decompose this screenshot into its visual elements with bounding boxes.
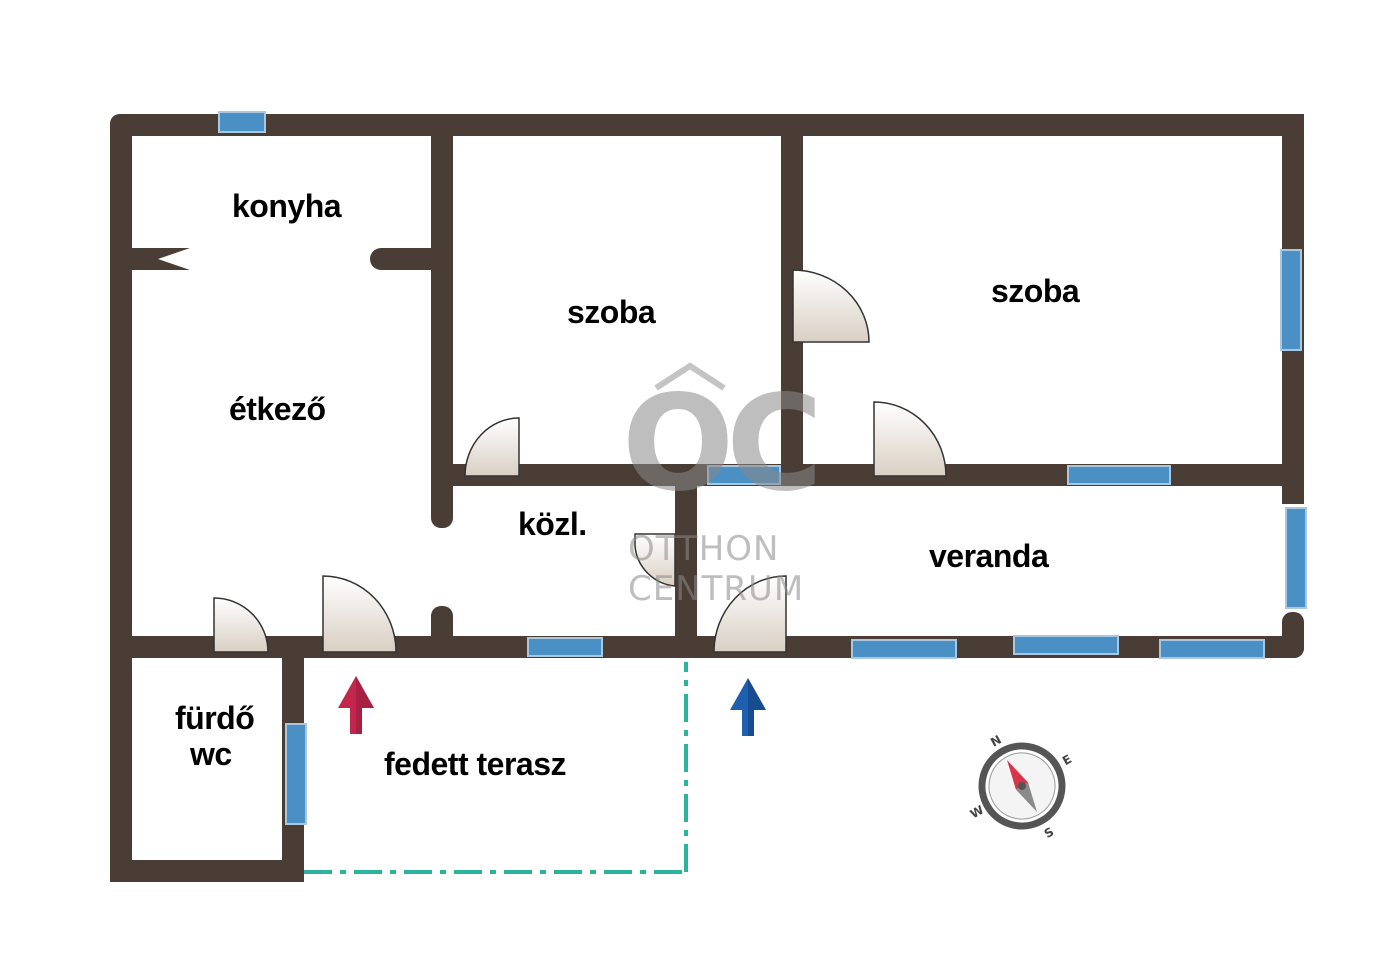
watermark-line2: CENTRUM bbox=[628, 569, 805, 609]
door bbox=[322, 575, 397, 653]
window bbox=[1159, 639, 1265, 659]
room-label-szoba-left: szoba bbox=[567, 294, 656, 330]
room-label-konyha: konyha bbox=[232, 188, 342, 224]
windows bbox=[218, 111, 1307, 825]
door bbox=[792, 269, 870, 343]
window bbox=[218, 111, 266, 133]
window bbox=[1285, 507, 1307, 609]
door bbox=[464, 417, 520, 477]
compass-w: W bbox=[968, 803, 986, 822]
watermark-roof bbox=[654, 362, 726, 391]
watermark-line1: OTTHON bbox=[628, 529, 780, 569]
compass-n: N bbox=[988, 732, 1004, 749]
room-label-etkezo: étkező bbox=[229, 391, 326, 427]
door bbox=[873, 401, 947, 477]
window bbox=[1067, 465, 1171, 485]
window bbox=[1280, 249, 1302, 351]
compass-e: E bbox=[1060, 752, 1074, 768]
doors bbox=[213, 269, 947, 653]
terrace-outline bbox=[304, 662, 688, 874]
door bbox=[634, 533, 676, 587]
window bbox=[707, 465, 781, 485]
window bbox=[527, 637, 603, 657]
door bbox=[713, 575, 787, 653]
door bbox=[213, 597, 269, 653]
entry-arrow-blue bbox=[730, 678, 766, 736]
room-label-terasz: fedett terasz bbox=[384, 746, 567, 782]
room-label-veranda: veranda bbox=[929, 538, 1049, 574]
room-label-furdo: fürdő bbox=[175, 700, 255, 736]
walls bbox=[110, 114, 1304, 882]
window bbox=[851, 639, 957, 659]
window bbox=[285, 723, 307, 825]
compass-icon: N E S W bbox=[968, 732, 1074, 841]
room-label-kozl: közl. bbox=[518, 506, 587, 542]
room-label-szoba-right: szoba bbox=[991, 273, 1080, 309]
watermark-logo: OC bbox=[622, 367, 823, 521]
entry-arrow-red bbox=[338, 676, 374, 734]
window bbox=[1013, 635, 1119, 655]
room-label-wc: wc bbox=[190, 736, 232, 772]
compass-s: S bbox=[1042, 825, 1056, 841]
